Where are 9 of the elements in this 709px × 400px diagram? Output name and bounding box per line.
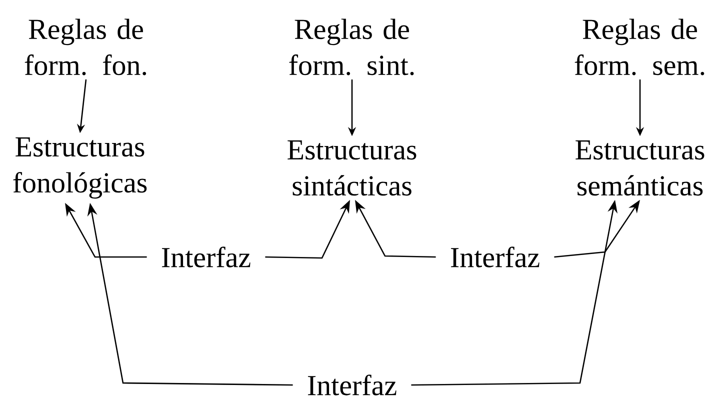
interface-label: Interfaz xyxy=(450,246,540,268)
structure-label: Estructuras fonológicas xyxy=(13,137,147,199)
structure-label: Estructuras sintácticas xyxy=(288,140,416,196)
rule-label: Reglas de form. sint. xyxy=(289,18,414,76)
interface-label: Interfaz xyxy=(162,246,250,268)
rule-label: Reglas de form. sem. xyxy=(574,18,704,76)
interface-label: Interfaz xyxy=(308,374,396,396)
structure-label: Estructuras semánticas xyxy=(576,140,704,196)
rule-label: Reglas de form. fon. xyxy=(24,18,146,76)
